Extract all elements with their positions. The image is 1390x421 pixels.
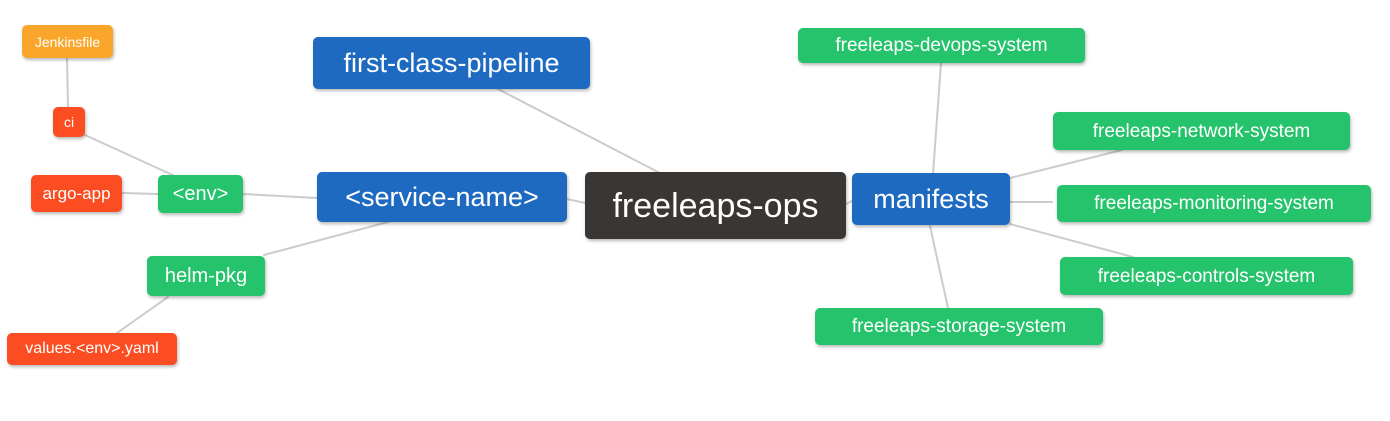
edge-argo-app-to-env [121, 192, 159, 195]
node-values-env-yaml[interactable]: values.<env>.yaml [7, 333, 177, 365]
node-service-name[interactable]: <service-name> [317, 172, 567, 222]
node-freeleaps-ops[interactable]: freeleaps-ops [585, 172, 846, 239]
node-ci[interactable]: ci [53, 107, 85, 137]
node-freeleaps-monitoring-system[interactable]: freeleaps-monitoring-system [1057, 185, 1371, 222]
edge-manifests-to-freeleaps-devops-system [932, 62, 942, 175]
node-jenkinsfile[interactable]: Jenkinsfile [22, 25, 113, 58]
edge-manifests-to-freeleaps-controls-system [1009, 223, 1134, 258]
node-helm-pkg[interactable]: helm-pkg [147, 256, 265, 296]
edge-ci-to-env [84, 134, 178, 178]
node-first-class-pipeline[interactable]: first-class-pipeline [313, 37, 590, 89]
node-argo-app[interactable]: argo-app [31, 175, 122, 212]
edge-env-to-service-name [242, 193, 318, 199]
node-freeleaps-storage-system[interactable]: freeleaps-storage-system [815, 308, 1103, 345]
node-freeleaps-devops-system[interactable]: freeleaps-devops-system [798, 28, 1085, 63]
edge-values-env-yaml-to-helm-pkg [116, 296, 169, 334]
edge-first-class-pipeline-to-freeleaps-ops [497, 88, 659, 173]
edge-service-name-to-freeleaps-ops [566, 198, 586, 204]
edge-manifests-to-freeleaps-network-system [1009, 149, 1123, 179]
node-manifests[interactable]: manifests [852, 173, 1010, 225]
edge-helm-pkg-to-service-name [263, 221, 389, 256]
edge-freeleaps-ops-to-manifests [845, 200, 853, 205]
edge-jenkinsfile-to-ci [66, 57, 69, 108]
edge-manifests-to-freeleaps-storage-system [929, 225, 949, 309]
node-freeleaps-network-system[interactable]: freeleaps-network-system [1053, 112, 1350, 150]
node-env[interactable]: <env> [158, 175, 243, 213]
node-freeleaps-controls-system[interactable]: freeleaps-controls-system [1060, 257, 1353, 295]
